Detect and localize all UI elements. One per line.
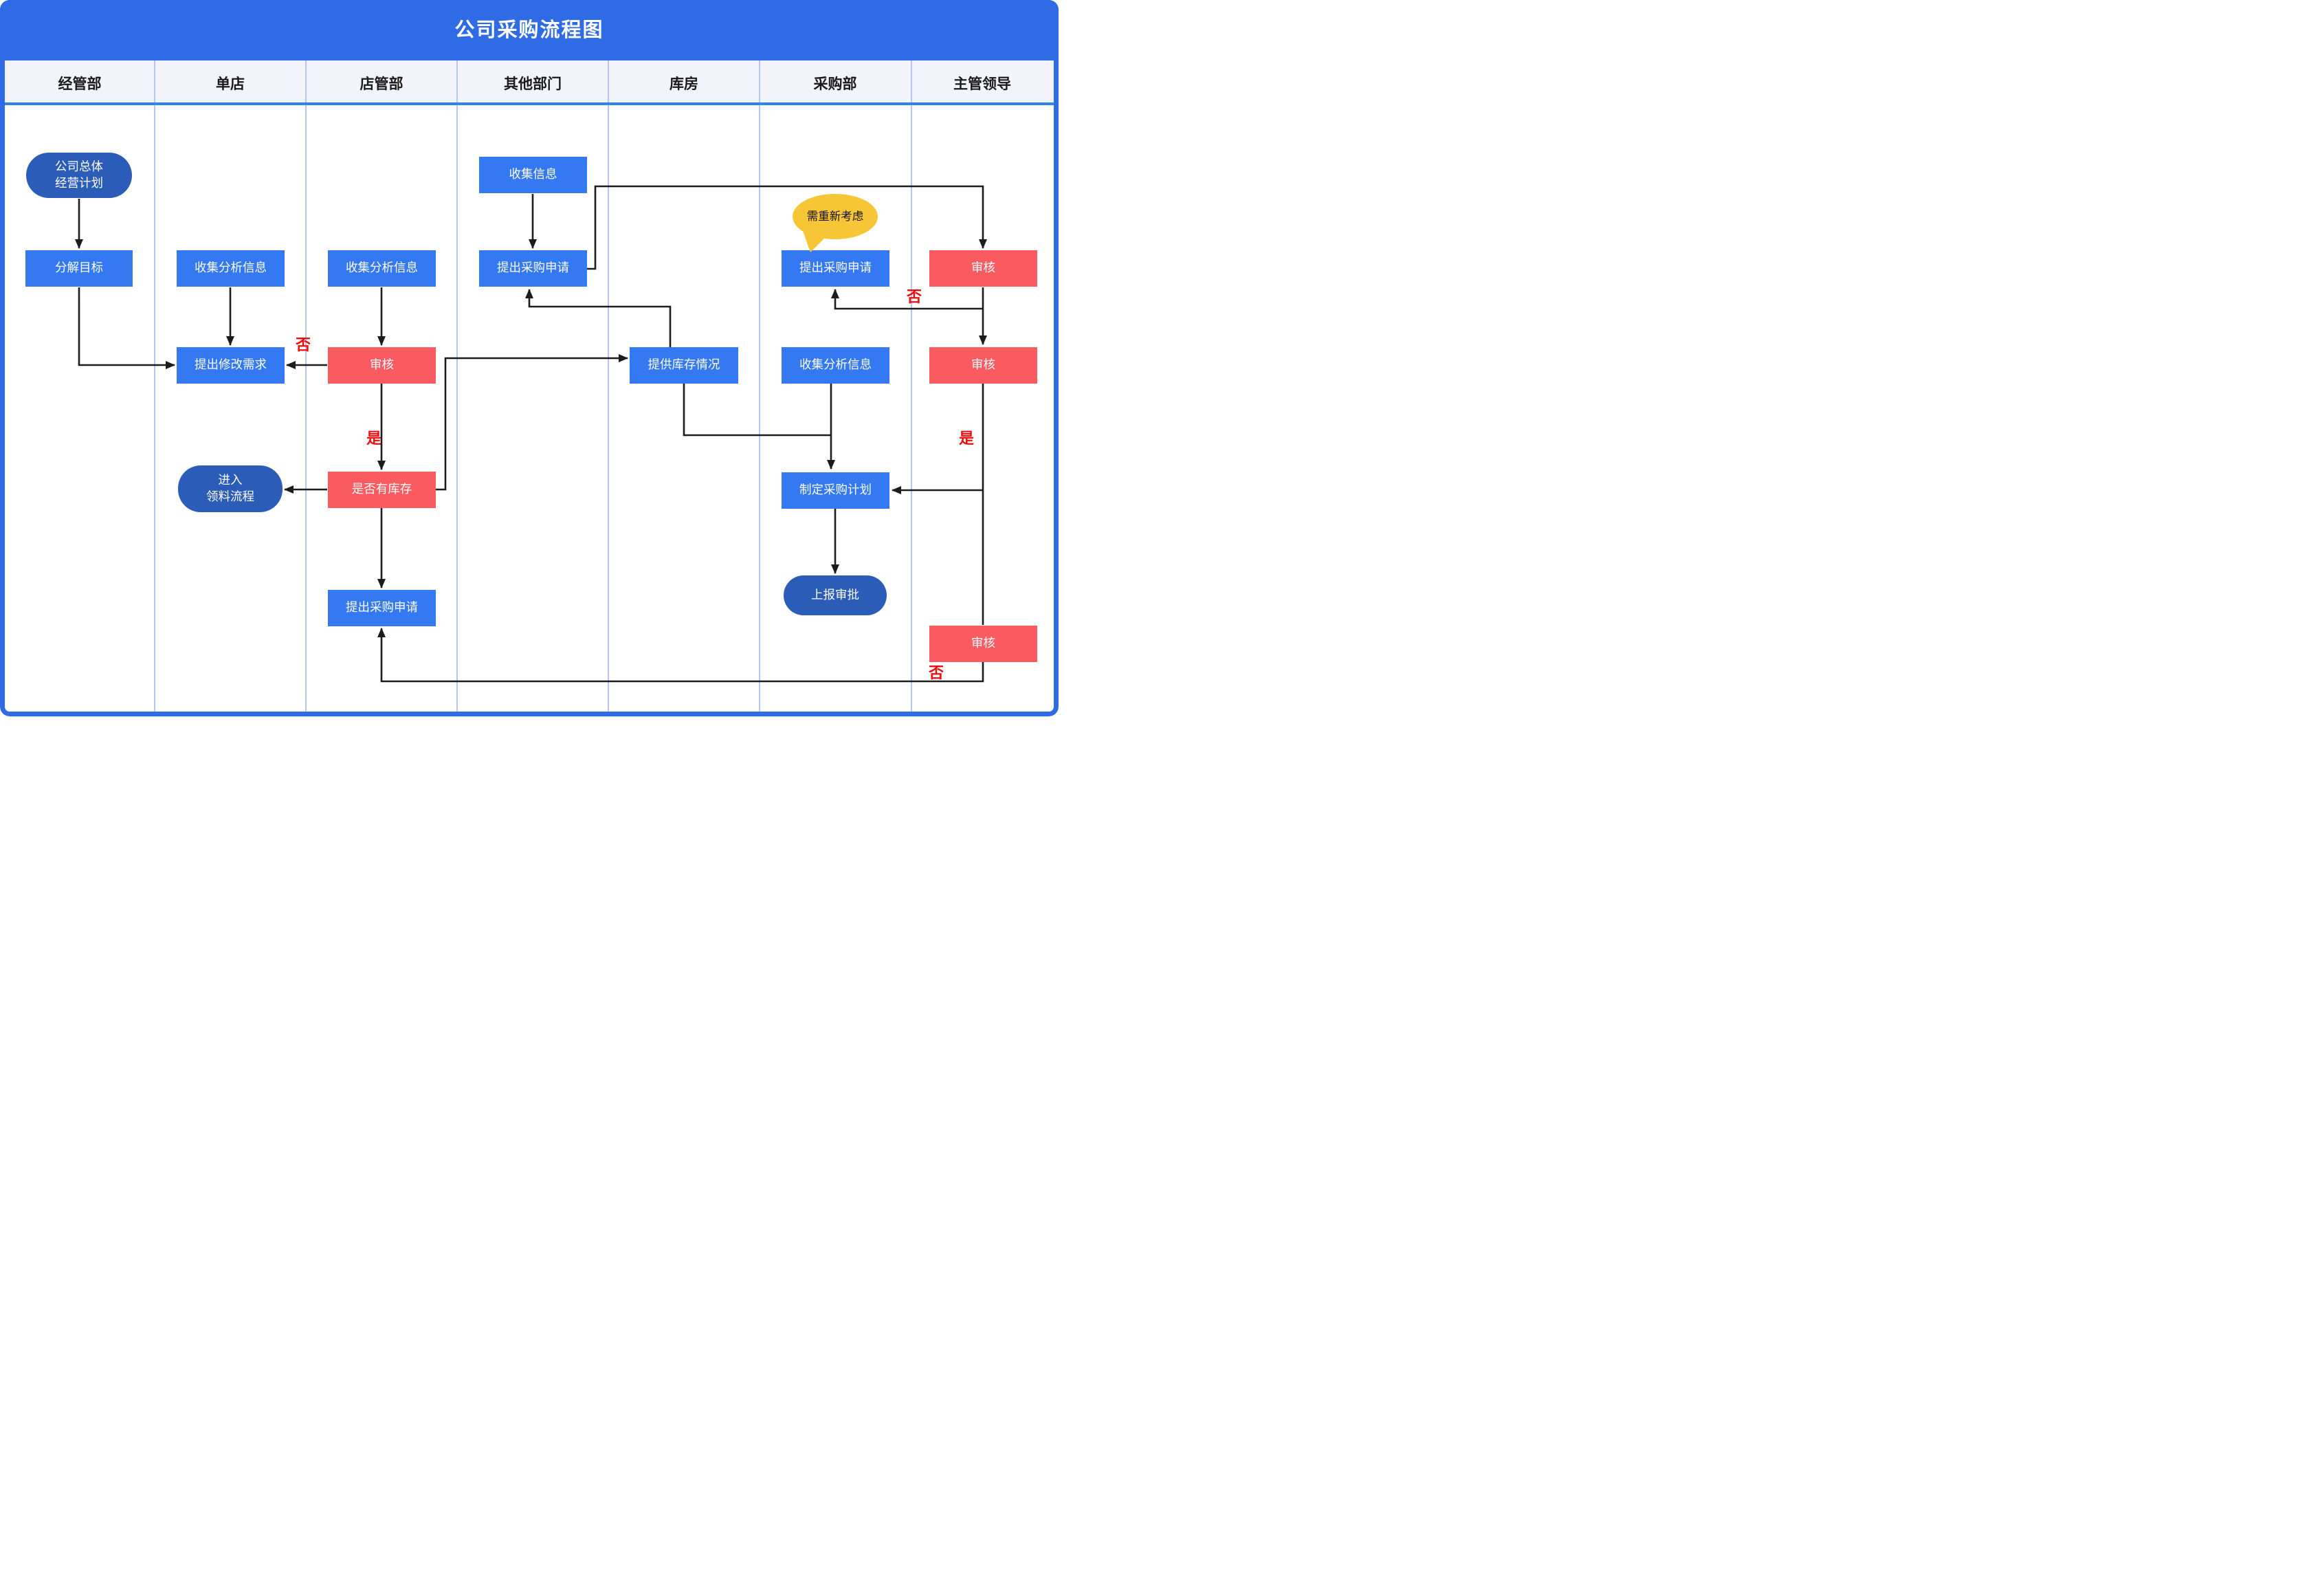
- edge-decompose-to-revise: [78, 287, 175, 369]
- lane-divider: [456, 60, 458, 712]
- node-start[interactable]: 公司总体 经营计划: [26, 153, 132, 198]
- lane-header-kufang: 库房: [669, 75, 698, 92]
- edge-hasstock-to-stockinfo: [436, 354, 628, 491]
- lane-divider: [759, 60, 760, 712]
- flowchart-canvas: 公司采购流程图 经管部 单店 店管部 其他部门 库房 采购部 主管领导 公司总体…: [0, 0, 1059, 716]
- node-purchase-request-dept[interactable]: 提出采购申请: [328, 590, 436, 626]
- lane-header-jingguanbu: 经管部: [58, 75, 102, 92]
- lane-header-dianguanbu: 店管部: [359, 75, 403, 92]
- branch-label-no-review-3: 否: [928, 665, 944, 682]
- lane-header-qitabumen: 其他部门: [504, 75, 562, 92]
- node-picking-process[interactable]: 进入 领料流程: [178, 465, 283, 512]
- edge-stockinfo-to-requestother: [525, 289, 672, 347]
- node-review-leader-3[interactable]: 审核: [929, 626, 1037, 662]
- node-purchase-request-purch[interactable]: 提出采购申请: [782, 250, 889, 287]
- node-submit-approval[interactable]: 上报审批: [784, 575, 887, 615]
- node-review-dept[interactable]: 审核: [328, 347, 436, 384]
- node-collect-info-dept[interactable]: 收集分析信息: [328, 250, 436, 287]
- node-purchase-request-other[interactable]: 提出采购申请: [479, 250, 587, 287]
- lane-header-zhuguanlingdao: 主管领导: [953, 75, 1011, 92]
- node-has-stock-decision[interactable]: 是否有库存: [328, 472, 436, 508]
- page-title: 公司采购流程图: [454, 18, 604, 41]
- lane-divider: [305, 60, 307, 712]
- header-underline: [5, 102, 1054, 105]
- title-bar: 公司采购流程图: [0, 0, 1059, 60]
- node-make-purchase-plan[interactable]: 制定采购计划: [782, 472, 889, 509]
- node-callout-reconsider[interactable]: 需重新考虑: [793, 194, 878, 239]
- lane-header-caigoubu: 采购部: [813, 75, 857, 92]
- node-review-leader-2[interactable]: 审核: [929, 347, 1037, 384]
- branch-label-no-review-1: 否: [906, 289, 922, 306]
- header-row: [5, 60, 1054, 103]
- lane-divider: [608, 60, 609, 712]
- lane-divider: [154, 60, 155, 712]
- node-collect-info-other[interactable]: 收集信息: [479, 157, 587, 193]
- edge-review3-no-to-requestdept: [377, 628, 984, 683]
- node-revise-request[interactable]: 提出修改需求: [177, 347, 285, 384]
- branch-label-yes-review-2: 是: [958, 430, 975, 448]
- lane-divider: [911, 60, 912, 712]
- node-collect-info-store[interactable]: 收集分析信息: [177, 250, 285, 287]
- branch-label-yes-review-dept: 是: [366, 430, 382, 448]
- edge-stockinfo-to-plan: [683, 384, 831, 437]
- lane-header-dandian: 单店: [216, 75, 245, 92]
- branch-label-no-review-dept: 否: [295, 337, 311, 354]
- connector-layer: [75, 185, 987, 683]
- node-stock-info[interactable]: 提供库存情况: [630, 347, 738, 384]
- outer-border: [0, 0, 1059, 716]
- node-review-leader-1[interactable]: 审核: [929, 250, 1037, 287]
- node-decompose-goals[interactable]: 分解目标: [25, 250, 133, 287]
- node-collect-info-purch[interactable]: 收集分析信息: [782, 347, 889, 384]
